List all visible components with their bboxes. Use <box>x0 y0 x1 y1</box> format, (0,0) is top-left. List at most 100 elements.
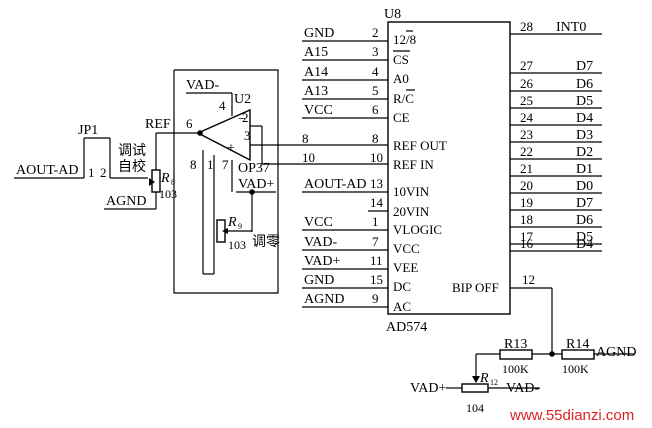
adjust-label: 调试 <box>118 143 146 159</box>
pin-number: 14 <box>370 195 384 210</box>
pin-number: 8 <box>190 157 197 172</box>
net-label: D7 <box>576 196 593 211</box>
net-label: D2 <box>576 145 593 160</box>
r12-value: 104 <box>466 401 484 415</box>
pin-number: 15 <box>370 272 383 287</box>
net-label: VCC <box>304 103 333 118</box>
vad-minus-label: VAD- <box>186 78 220 93</box>
pin-name: 12/8 <box>393 32 416 47</box>
offset-network: R13 100K R14 100K AGND VAD+ VAD- R 12 10… <box>410 337 636 415</box>
pin-name: 20VIN <box>393 204 430 219</box>
vad-minus-label: VAD- <box>506 381 540 396</box>
pin-number: 1 <box>207 157 214 172</box>
pin-number: 10 <box>370 150 383 165</box>
pin-number: 11 <box>370 253 383 268</box>
pin-number: 4 <box>219 98 226 113</box>
net-label: A15 <box>304 45 328 60</box>
pin-number: 23 <box>520 127 533 142</box>
pin-name: REF OUT <box>393 138 447 153</box>
input-section: AOUT-AD JP1 1 2 调试 自校 REF R 8 103 AGND <box>14 117 200 210</box>
pin-number: 4 <box>372 64 379 79</box>
ad574-right-pin-group: 28 INT0 27 D7 26 D6 25 D5 24 D4 23 D3 22… <box>510 19 602 252</box>
net-label: AOUT-AD <box>304 177 366 192</box>
pin-name: CE <box>393 110 410 125</box>
vad-plus-label: VAD+ <box>238 177 275 192</box>
net-label: D4 <box>576 111 593 126</box>
watermark: www.55dianzi.com <box>509 407 634 424</box>
net-label: A14 <box>304 65 328 80</box>
net-label: D6 <box>576 77 593 92</box>
pin-number: 6 <box>186 116 193 131</box>
plus-sign: + <box>227 141 235 156</box>
pin-number: 22 <box>520 144 533 159</box>
pin-number: 10 <box>302 150 315 165</box>
net-label: D0 <box>576 179 593 194</box>
net-label: D3 <box>576 128 593 143</box>
op37-section: VAD- U2 4 − + 2 3 6 8 1 7 OP37 VAD+ <box>173 69 388 294</box>
pin-number: 12 <box>522 272 535 287</box>
pin-name: REF IN <box>393 157 434 172</box>
pin-number: 8 <box>372 131 379 146</box>
pin-number: 20 <box>520 178 533 193</box>
r8-subscript: 8 <box>171 178 175 187</box>
ad574-chip-body <box>387 21 511 315</box>
pin-number: 17 <box>520 229 534 244</box>
opamp-triangle <box>196 108 251 162</box>
r12-name: R <box>479 371 489 386</box>
pin-name: DC <box>393 279 411 294</box>
agnd-label: AGND <box>596 345 636 360</box>
r9-value: 103 <box>228 238 246 252</box>
jp1-label: JP1 <box>78 123 98 138</box>
net-label: VAD- <box>304 235 338 250</box>
minus-sign: − <box>238 112 246 127</box>
pin-name: CS <box>393 52 409 67</box>
pin-number: 8 <box>302 131 309 146</box>
pin-number: 13 <box>370 176 383 191</box>
r8-wiper-arrow <box>149 178 155 186</box>
pin-name: AC <box>393 299 411 314</box>
r13-value: 100K <box>502 362 529 376</box>
pin-number: 26 <box>520 76 534 91</box>
net-label: D5 <box>576 230 593 245</box>
pin-name: VEE <box>393 260 418 275</box>
r13-label: R13 <box>504 337 527 352</box>
agnd-label: AGND <box>106 194 146 209</box>
zero-adjust-label: 调零 <box>252 234 280 250</box>
junction-dot <box>197 130 203 136</box>
net-label: D4 <box>576 237 593 252</box>
op37-part-label: OP37 <box>238 161 270 176</box>
pin-number: 2 <box>372 25 379 40</box>
pin-name: VLOGIC <box>393 222 442 237</box>
pin-number: 21 <box>520 161 533 176</box>
pin-number: 3 <box>372 44 379 59</box>
ref-label: REF <box>145 117 171 132</box>
jp1-pin-1: 1 <box>88 165 95 180</box>
net-label: D1 <box>576 162 593 177</box>
u2-designator: U2 <box>234 92 251 107</box>
pin-number: 24 <box>520 110 534 125</box>
aout-label: AOUT-AD <box>16 163 78 178</box>
pin-number: 6 <box>372 102 379 117</box>
net-label: A13 <box>304 84 328 99</box>
r8-value: 103 <box>159 187 177 201</box>
net-label: VCC <box>304 215 333 230</box>
pin-name: BIP OFF <box>452 280 499 295</box>
net-label: GND <box>304 26 334 41</box>
pin-number: 25 <box>520 93 533 108</box>
pin-number: 19 <box>520 195 533 210</box>
jp1-pin-2: 2 <box>100 165 107 180</box>
r14-value: 100K <box>562 362 589 376</box>
r14-label: R14 <box>566 337 589 352</box>
vad-plus-label: VAD+ <box>410 381 447 396</box>
net-label: INT0 <box>556 20 586 35</box>
net-label: AGND <box>304 292 344 307</box>
pin-number: 3 <box>244 128 251 143</box>
pin-number: 18 <box>520 212 533 227</box>
r9-subscript: 9 <box>238 222 242 231</box>
pin-number: 27 <box>520 58 534 73</box>
pin-name: R/C <box>393 91 414 106</box>
junction-dot <box>549 351 555 357</box>
r9-wiper-arrow <box>222 228 228 234</box>
pin-number: 9 <box>372 291 379 306</box>
ad574-part-label: AD574 <box>386 320 427 335</box>
